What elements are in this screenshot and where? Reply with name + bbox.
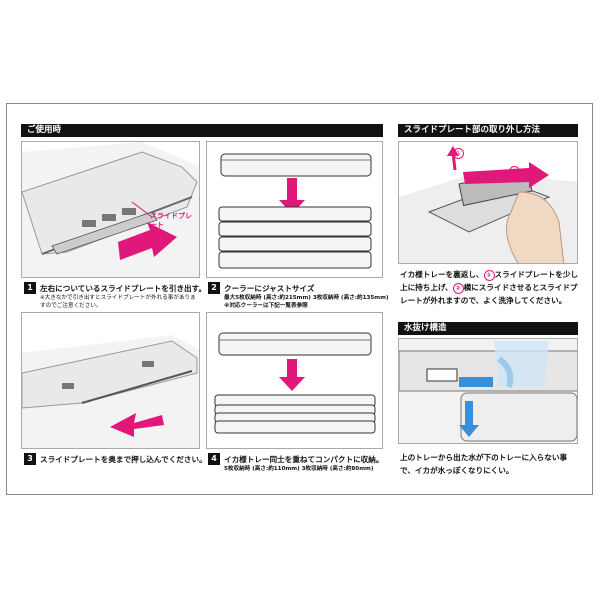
removal-marker-2: ② xyxy=(509,166,520,177)
step1-note: ※大きなかで引き出すとスライドプレートが外れる事がありますのでご注意ください。 xyxy=(40,294,200,310)
step1-photo: スライドプレート xyxy=(21,141,200,278)
step3-photo xyxy=(21,312,200,449)
slide-plate-callout: スライドプレート xyxy=(150,212,195,230)
step2-number: 2 xyxy=(208,282,220,294)
removal-text-marker-2: ② xyxy=(453,283,464,294)
removal-marker-1: ① xyxy=(453,148,464,159)
drain-photo xyxy=(398,338,578,444)
removal-text-marker-1: ① xyxy=(484,270,495,281)
removal-photo: ① ② xyxy=(398,141,578,264)
usage-header: ご使用時 xyxy=(21,124,383,137)
removal-header: スライドプレート部の取り外し方法 xyxy=(398,124,578,137)
step4-spec: 5枚収納時 (高さ:約110mm) 3枚収納時 (高さ:約80mm) xyxy=(224,465,373,473)
step2-note: ※対応クーラーは下記一覧表参照 xyxy=(224,302,308,310)
step2-caption: クーラーにジャストサイズ xyxy=(224,283,315,294)
step3-number: 3 xyxy=(24,453,36,465)
drain-text: 上のトレーから出た水が下のトレーに入らない事で、イカが水っぽくなりにくい。 xyxy=(400,451,580,477)
step1-number: 1 xyxy=(24,282,36,294)
drain-header: 水抜け構造 xyxy=(398,322,578,335)
step1-caption: 左右についているスライドプレートを引き出す。 xyxy=(40,283,206,294)
step4-photo xyxy=(206,312,383,449)
step2-photo xyxy=(206,141,383,278)
step2-spec: 最大5枚収納時 (高さ:約215mm) 3枚収納時 (高さ:約135mm) xyxy=(224,294,389,302)
removal-text-a: イカ様トレーを裏返し、 xyxy=(400,270,484,279)
step3-caption: スライドプレートを奥まで押し込んでください。 xyxy=(40,454,207,465)
step4-caption: イカ様トレー同士を重ねてコンパクトに収納。 xyxy=(224,454,383,465)
step4-number: 4 xyxy=(208,453,220,465)
